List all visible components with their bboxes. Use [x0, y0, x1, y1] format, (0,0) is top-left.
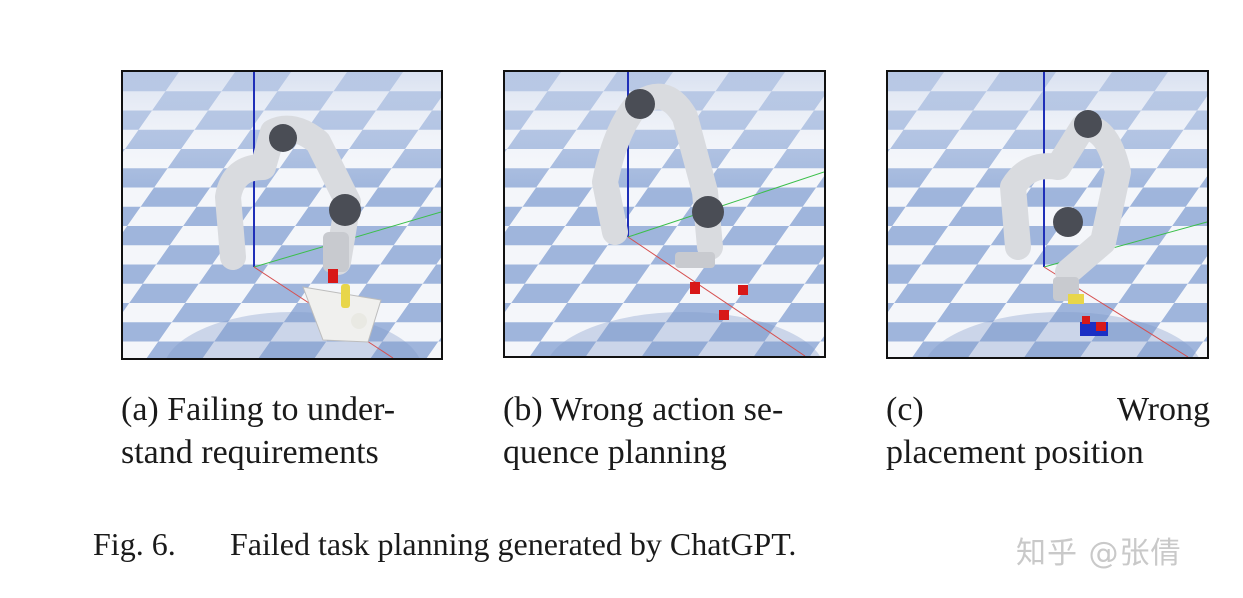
caption-c-line2: placement position — [886, 434, 1144, 471]
watermark: 知乎 @张倩 — [1016, 536, 1182, 571]
robot-scene-b — [505, 72, 824, 356]
caption-c: (c) Wrong placement position — [886, 388, 1210, 474]
panel-a-image — [121, 70, 443, 360]
figure-number: Fig. 6. — [93, 526, 176, 562]
caption-c-line1: (c) Wrong — [886, 388, 1210, 431]
caption-c-word: Wrong — [1116, 391, 1210, 428]
caption-b: (b) Wrong action se- quence planning — [503, 388, 829, 474]
caption-a-line2: stand requirements — [121, 434, 379, 471]
caption-c-label: (c) — [886, 391, 924, 428]
figure-caption: Fig. 6. Failed task planning generated by… — [93, 526, 796, 563]
robot-scene-a — [123, 72, 441, 358]
caption-b-line1: (b) Wrong action se- — [503, 391, 784, 428]
panel-c-image — [886, 70, 1209, 359]
caption-b-line2: quence planning — [503, 434, 727, 471]
caption-a: (a) Failing to under- stand requirements — [121, 388, 445, 474]
panel-b-image — [503, 70, 826, 358]
robot-scene-c — [888, 72, 1207, 357]
figure-caption-text: Failed task planning generated by ChatGP… — [230, 526, 797, 562]
caption-a-line1: (a) Failing to under- — [121, 391, 396, 428]
